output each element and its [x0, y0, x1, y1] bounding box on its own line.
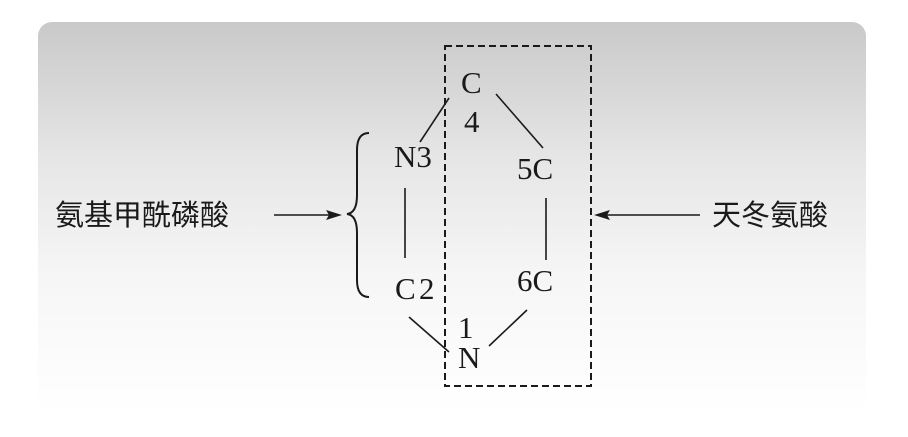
atom-c4-symbol: C: [461, 65, 482, 100]
atom-n3: N3: [394, 139, 432, 174]
atom-n1-number: 1: [458, 310, 474, 345]
atom-c5: 5C: [517, 151, 553, 186]
aspartate-label: 天冬氨酸: [712, 198, 828, 232]
aspartate-dashed-box: [444, 45, 592, 387]
atom-c6: 6C: [517, 263, 553, 298]
atom-n1-symbol: N: [458, 340, 480, 375]
right-arrow-head: [594, 210, 610, 220]
atom-c4-number: 4: [464, 104, 480, 139]
carbamoyl-brace: [346, 132, 370, 298]
bond-n3-c4: [419, 97, 450, 143]
atom-c2-symbol: C: [395, 271, 416, 306]
bond-c4-c5: [495, 93, 544, 149]
carbamoyl-phosphate-label: 氨基甲酰磷酸: [55, 198, 229, 232]
background-panel: [38, 22, 866, 414]
bond-c6-n1: [488, 309, 528, 347]
atom-c2-number: 2: [419, 271, 435, 306]
left-arrow-head: [326, 210, 342, 220]
bond-c2-n1: [408, 316, 450, 353]
